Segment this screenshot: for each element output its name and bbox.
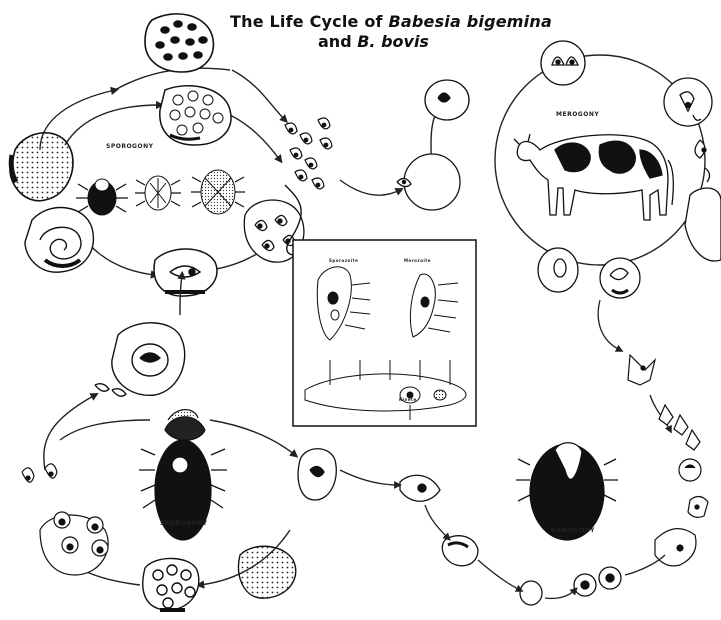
inset-merozoite-label: Merozoite <box>404 258 431 263</box>
rbc-kinete-bottom <box>95 323 185 396</box>
infected-cell-mid <box>160 86 231 145</box>
infected-cell-top <box>145 14 213 72</box>
tick-nymph <box>135 176 181 210</box>
sporogony-label-bottom: SPOROGONY <box>160 520 207 527</box>
rbc-release <box>685 140 721 261</box>
inset-sporozoite-label: Sporozoite <box>329 258 358 263</box>
cycle-arc <box>232 70 285 120</box>
rbc-ring-stage <box>425 80 469 120</box>
rbc-entry <box>397 154 460 210</box>
kinete-forms-left <box>22 464 108 575</box>
cycle-arc <box>598 300 620 350</box>
infected-cell-left <box>10 133 73 201</box>
rbc-dividing <box>664 78 712 126</box>
engorged-tick-right <box>516 443 618 540</box>
gamogony-label: GAMOGONY <box>551 527 595 534</box>
inset-kinete-label: Kinete <box>399 397 417 402</box>
oocyst-cells-bottom <box>143 546 296 610</box>
free-sporozoites <box>285 118 332 189</box>
merogony-label: MEROGONY <box>556 111 599 118</box>
rbc-paired-merozoites <box>541 41 585 85</box>
rbc-bottom-right <box>600 258 640 298</box>
tick-adult <box>191 170 245 214</box>
gametocyte-stages <box>628 355 708 566</box>
cycle-arc <box>340 180 400 195</box>
cycle-arc <box>65 105 160 145</box>
cycle-arc <box>230 115 280 160</box>
kinete-in-cell <box>154 249 217 296</box>
infected-cell-swirl <box>25 208 93 273</box>
sporogony-label-top: SPOROGONY <box>106 143 153 150</box>
cow-host-icon <box>514 134 673 220</box>
tick-larva <box>76 179 128 215</box>
rbc-empty-left <box>538 248 578 292</box>
